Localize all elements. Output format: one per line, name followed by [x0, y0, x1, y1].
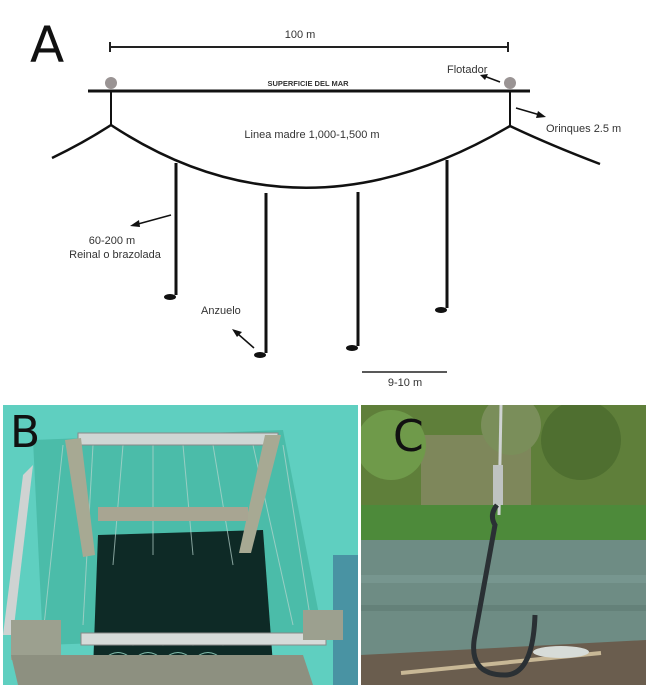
branch-line-3 — [346, 192, 360, 351]
buoy-right — [504, 77, 516, 89]
sea-surface-label: SUPERFICIE DEL MAR — [267, 79, 349, 88]
float-label: Flotador — [447, 64, 488, 76]
hook-shape — [471, 503, 538, 678]
photo-fishing-hook: C — [361, 405, 646, 685]
scale-bar-100m — [109, 42, 509, 52]
branch-line-4 — [435, 160, 449, 313]
scale-bottom-label: 9-10 m — [388, 377, 422, 389]
branch-arrow — [130, 214, 172, 227]
longline-diagram: A 100 m SUPERFICIE DEL MAR Flotador Orin… — [30, 16, 621, 389]
branch-length-label: 60-200 m — [89, 235, 135, 247]
hook-label: Anzuelo — [201, 305, 241, 317]
buoy-left — [105, 77, 117, 89]
panel-a-letter: A — [30, 16, 64, 74]
panel-c-letter: C — [393, 411, 424, 462]
hook-3 — [346, 345, 358, 351]
scale-top-label: 100 m — [285, 29, 316, 41]
branch-line-2 — [254, 193, 268, 358]
hook-arrow — [232, 329, 255, 349]
hook-2 — [254, 352, 266, 358]
panel-b-letter: B — [10, 407, 41, 458]
branch-label: Reinal o brazolada — [69, 249, 162, 261]
photo-longline-storage-frame: B — [3, 405, 358, 685]
buoy-line-arrow — [515, 107, 546, 118]
main-line — [51, 123, 601, 189]
branch-line-1 — [164, 163, 178, 300]
hook-1 — [164, 294, 176, 300]
main-line-label: Linea madre 1,000-1,500 m — [244, 129, 379, 141]
hook-4 — [435, 307, 447, 313]
float-arrow — [480, 74, 501, 83]
buoy-line-label: Orinques 2.5 m — [546, 123, 621, 135]
